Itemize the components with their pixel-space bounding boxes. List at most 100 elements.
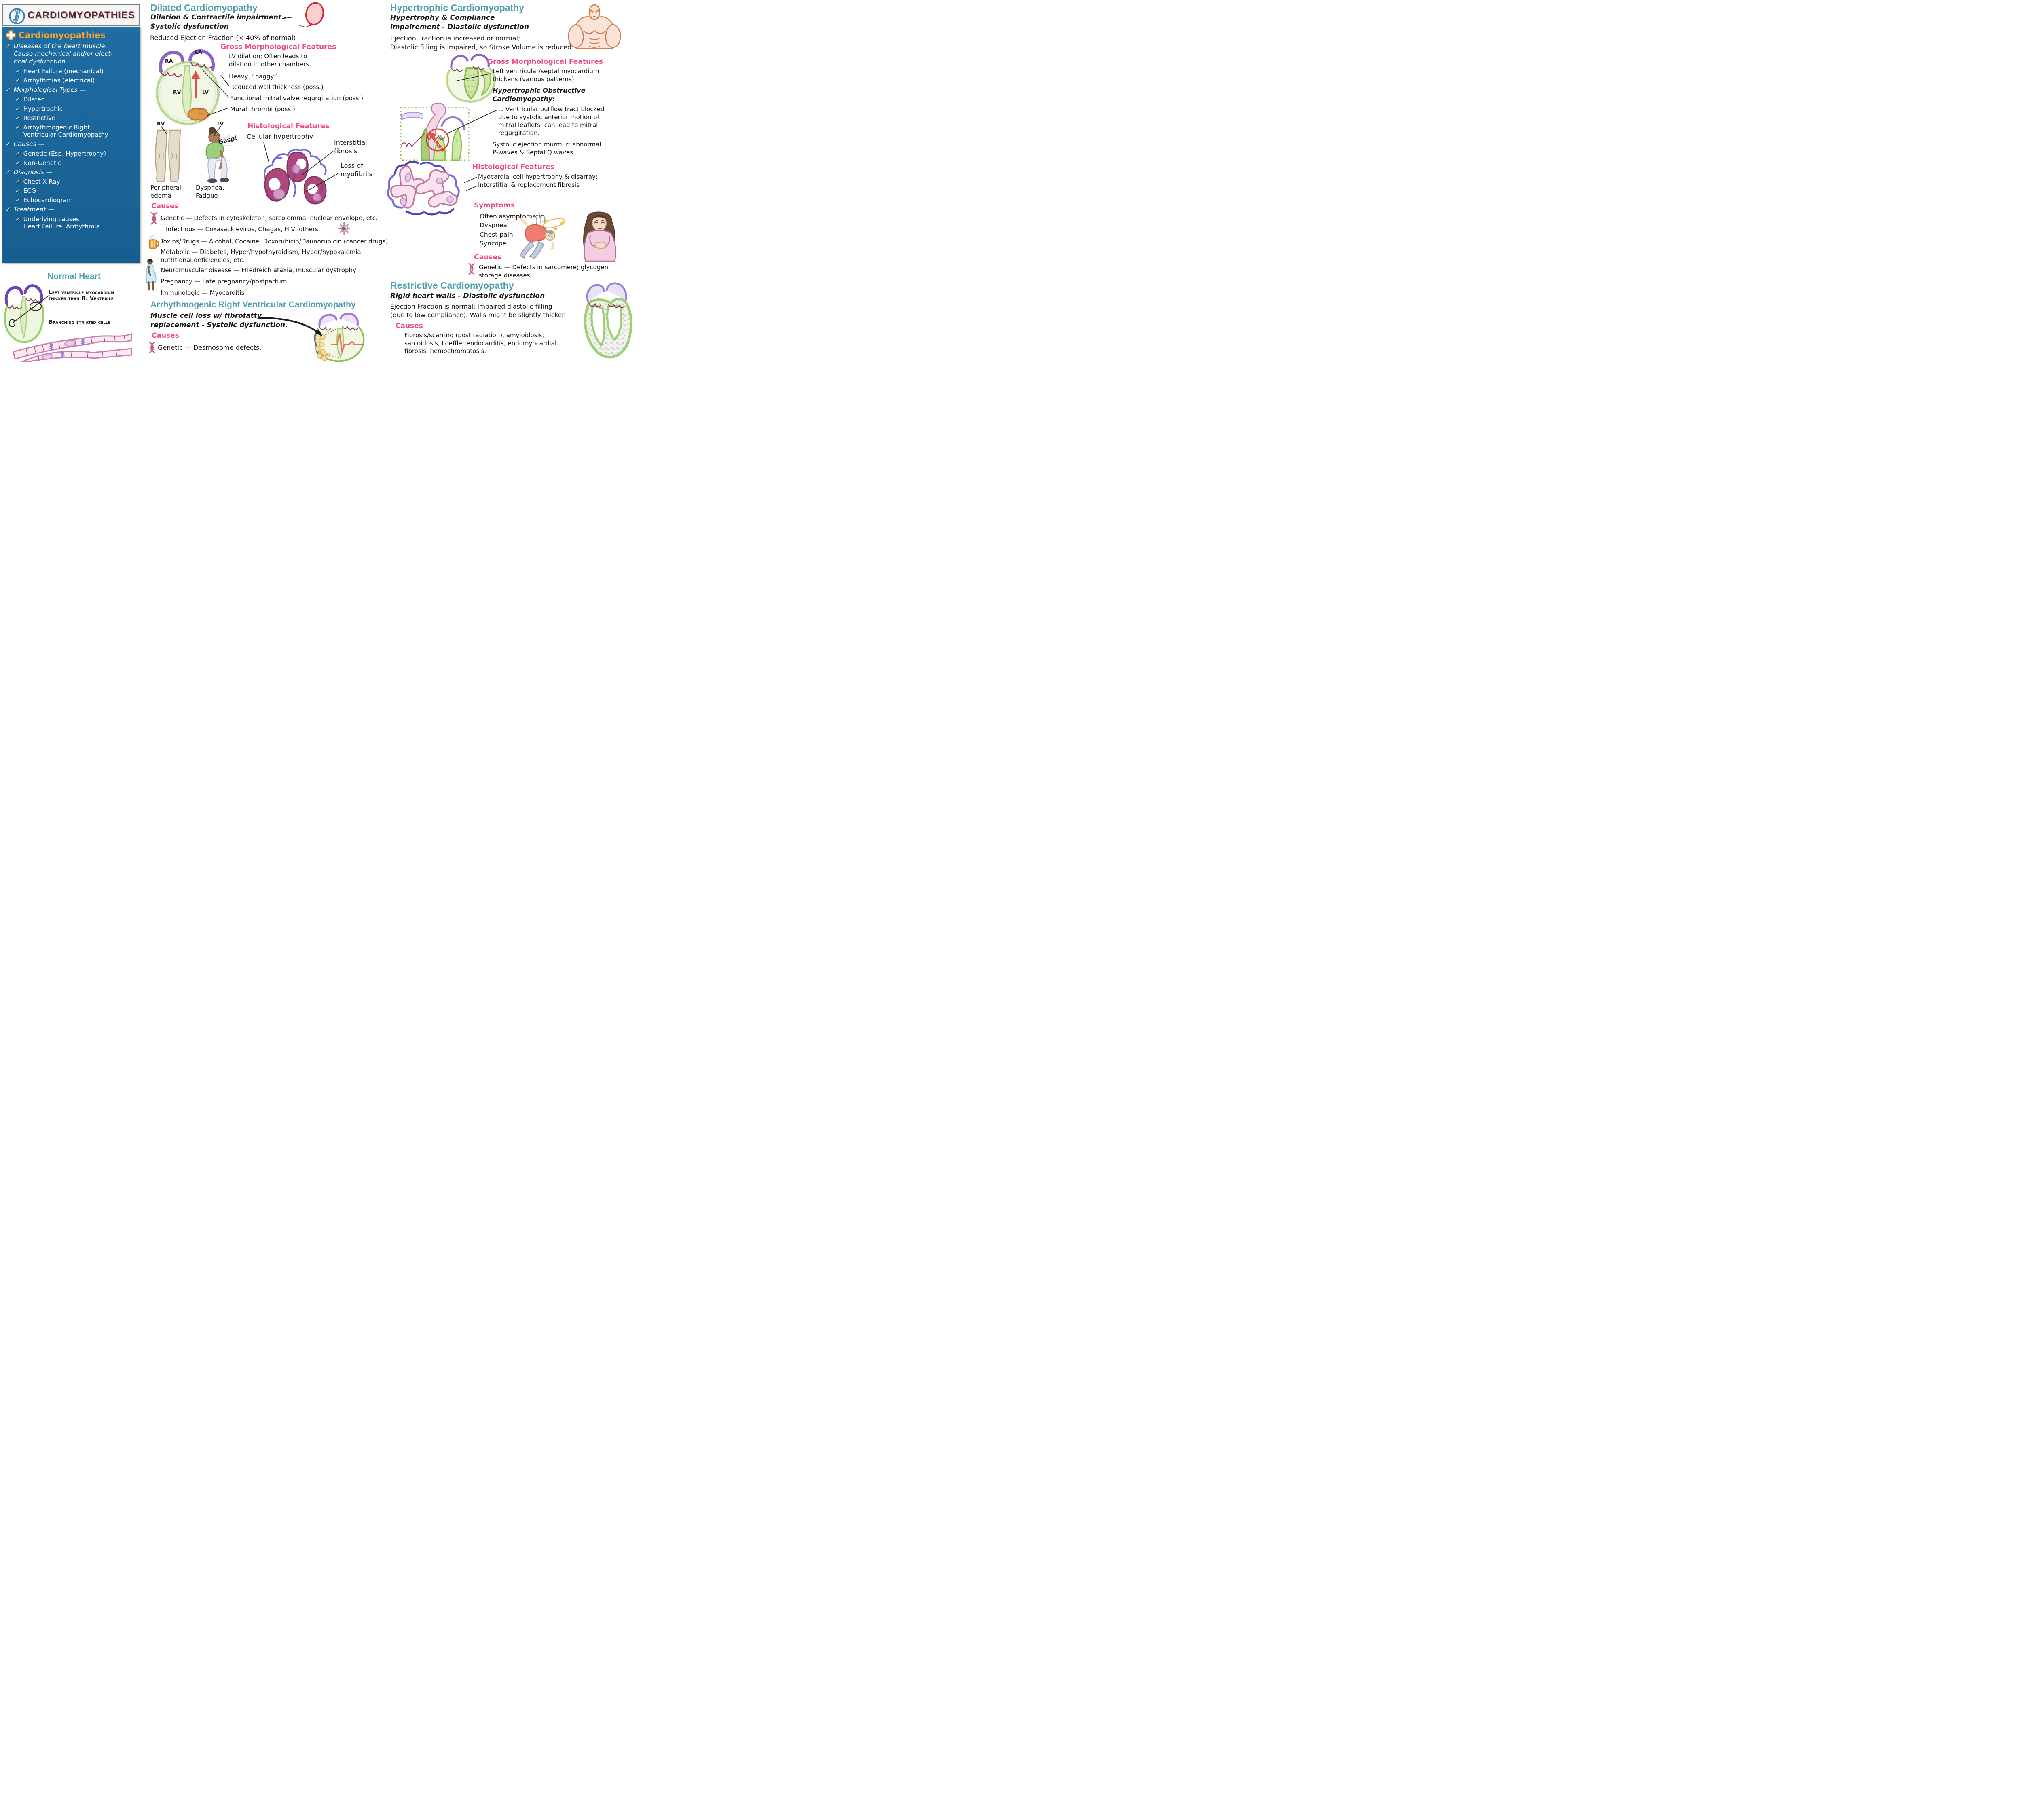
restrictive-title: Restrictive Cardiomyopathy <box>390 280 514 291</box>
restrictive-diastolic-bold: Diastolic <box>463 292 497 300</box>
dilated-subtitle-line2: Systolic dysfunction <box>150 23 229 31</box>
sidebar-item: ✓Non-Genetic <box>15 159 136 167</box>
dilated-gross-item-3: Reduced wall thickness (poss.) <box>230 83 324 91</box>
sidebar-item-label: Arrhythmogenic Right Ventricular Cardiom… <box>23 123 108 138</box>
beer-mug-icon <box>148 235 159 250</box>
sidebar: Cardiomyopathies ✓Diseases of the heart … <box>2 27 140 263</box>
balloon-icon <box>290 2 327 28</box>
sidebar-item: ✓Diseases of the heart muscle. Cause mec… <box>6 42 136 66</box>
check-icon: ✓ <box>15 178 21 186</box>
dilated-cause-metabolic: Metabolic — Diabetes, Hyper/hypothyroidi… <box>161 248 363 264</box>
check-icon: ✓ <box>15 67 21 75</box>
restrictive-sub-post: dysfunction <box>497 292 545 300</box>
dilated-heart-label-ra: RA <box>165 58 173 64</box>
muscle-man-illustration <box>564 2 625 49</box>
sidebar-item: ✓Underlying causes, Heart Failure, Arrhy… <box>15 216 136 230</box>
sidebar-item: ✓Chest X-Ray <box>15 178 136 185</box>
restrictive-sub-pre: Rigid heart walls - <box>390 292 463 300</box>
sidebar-item-label: Diseases of the heart muscle. Cause mech… <box>13 42 113 65</box>
check-icon: ✓ <box>6 206 11 213</box>
dilated-heart-label-la: LA <box>195 49 202 55</box>
sidebar-item-label: Causes — <box>13 140 44 148</box>
hypertrophic-title: Hypertrophic Cardiomyopathy <box>390 2 524 13</box>
dilated-systolic-bold: Systolic <box>150 23 181 31</box>
sidebar-item-label: Non-Genetic <box>23 159 61 167</box>
hocm-item: L. Ventricular outflow tract blocked due… <box>498 106 605 137</box>
sidebar-item: ✓Heart Failure (mechanical) <box>15 68 136 75</box>
sidebar-item: ✓Echocardiogram <box>15 197 136 204</box>
check-icon: ✓ <box>15 216 21 223</box>
sidebar-item-label: Genetic (Esp. Hypertrophy) <box>23 150 106 157</box>
dilated-gross-item-4: Functional mitral valve regurgitation (p… <box>230 95 364 102</box>
sidebar-item-label: Underlying causes, Heart Failure, Arrhyt… <box>23 216 100 230</box>
dilated-gross-heading: Gross Morphological Features <box>220 43 336 51</box>
sidebar-item: ✓Arrhythmogenic Right Ventricular Cardio… <box>15 124 136 138</box>
branching-striated-cells-illustration <box>10 328 135 362</box>
sidebar-item-label: Heart Failure (mechanical) <box>23 67 104 75</box>
arvc-systolic-bold: Systolic <box>207 321 237 329</box>
dilated-heart-illustration <box>150 44 225 126</box>
peripheral-edema-label: Peripheral edema <box>150 184 181 199</box>
dilated-figure-label-rv: RV <box>157 120 165 127</box>
dilated-title: Dilated Cardiomyopathy <box>150 2 258 13</box>
dilated-histo-item-2: Interstitial fibrosis <box>334 139 367 155</box>
header-box: CARDIOMYOPATHIES <box>2 4 140 26</box>
sidebar-item-label: ECG <box>23 187 36 195</box>
sidebar-item-label: Morphological Types — <box>13 86 86 93</box>
hypertrophic-sub2-post: dysfunction <box>481 23 529 31</box>
virus-icon <box>338 222 350 235</box>
arvc-title: Arrhythmogenic Right Ventricular Cardiom… <box>150 300 356 309</box>
medical-pencil-logo-icon <box>8 7 26 25</box>
dilated-cause-toxins: Toxins/Drugs — Alcohol, Cocaine, Doxorub… <box>161 238 388 245</box>
check-icon: ✓ <box>6 86 11 93</box>
check-icon: ✓ <box>15 105 21 112</box>
check-icon: ✓ <box>6 140 11 148</box>
dilated-histo-item-1: Cellular hypertrophy <box>247 133 313 140</box>
dilated-histo-heading: Histological Features <box>247 122 330 130</box>
dilated-heart-label-rv: RV <box>173 89 181 95</box>
restrictive-line1: Ejection Fraction is normal; Impaired di… <box>390 303 552 310</box>
pregnant-woman-icon <box>143 258 159 291</box>
check-icon: ✓ <box>15 187 21 195</box>
sidebar-item: ✓Diagnosis — <box>6 169 136 176</box>
dilated-subtitle-line1: Dilation & Contractile impairment - <box>150 13 287 21</box>
hypertrophic-symptoms-list: Often asymptomatic Dyspnea Chest pain Sy… <box>480 213 544 247</box>
sidebar-item-label: Chest X-Ray <box>23 178 60 186</box>
dna-icon <box>148 341 156 353</box>
dna-icon <box>467 263 476 275</box>
normal-heart-label-lv: Left ventricle myocardium thicker than R… <box>49 289 114 302</box>
hypertrophic-histo-heading: Histological Features <box>472 163 554 171</box>
normal-heart-label-cells: Branching striated cells <box>49 319 111 326</box>
dilated-histology-illustration <box>258 142 333 209</box>
hypertrophic-symptoms-heading: Symptoms <box>474 201 515 209</box>
check-icon: ✓ <box>15 197 21 204</box>
sidebar-item: ✓Treatment — <box>6 206 136 213</box>
hypertrophic-sub2: impairement - Diastolic dysfunction <box>390 23 529 31</box>
dilated-cause-infectious: Infectious — Coxasackievirus, Chagas, HI… <box>166 226 320 233</box>
restrictive-heart-illustration <box>582 278 634 361</box>
sidebar-item-label: Dilated <box>23 95 45 103</box>
peripheral-edema-legs-illustration <box>150 129 186 184</box>
check-icon: ✓ <box>15 95 21 103</box>
dilated-gross-item-2: Heavy, “baggy” <box>229 73 277 80</box>
dilated-gross-item-1: LV dilation; Often leads to dilation in … <box>229 53 311 68</box>
sidebar-item-label: Treatment — <box>13 206 55 213</box>
arvc-line1: Muscle cell loss w/ fibrofatty <box>150 312 262 320</box>
sidebar-item: ✓Genetic (Esp. Hypertrophy) <box>15 150 136 157</box>
dilated-heart-label-lv: LV <box>202 89 209 95</box>
check-icon: ✓ <box>15 159 21 167</box>
dilated-causes-heading: Causes <box>151 202 179 210</box>
sidebar-item-label: Restrictive <box>23 114 55 122</box>
check-icon: ✓ <box>15 76 21 84</box>
hocm-title: Hypertrophic Obstructive Cardiomyopathy: <box>493 87 586 103</box>
normal-heart-title: Normal Heart <box>47 272 101 281</box>
dilated-gross-item-5: Mural thrombi (poss.) <box>230 106 296 113</box>
hypertrophic-sub1: Hypertrophy & Compliance <box>390 14 495 22</box>
sidebar-item: ✓Hypertrophic <box>15 105 136 112</box>
arvc-causes-heading: Causes <box>152 332 179 340</box>
check-icon: ✓ <box>15 150 21 157</box>
arvc-line2-pre: replacement - <box>150 321 207 329</box>
dyspnea-woman-illustration <box>193 126 236 186</box>
sidebar-item: ✓Restrictive <box>15 114 136 122</box>
infographic-canvas: CARDIOMYOPATHIES Cardiomyopathies ✓Disea… <box>0 0 647 364</box>
